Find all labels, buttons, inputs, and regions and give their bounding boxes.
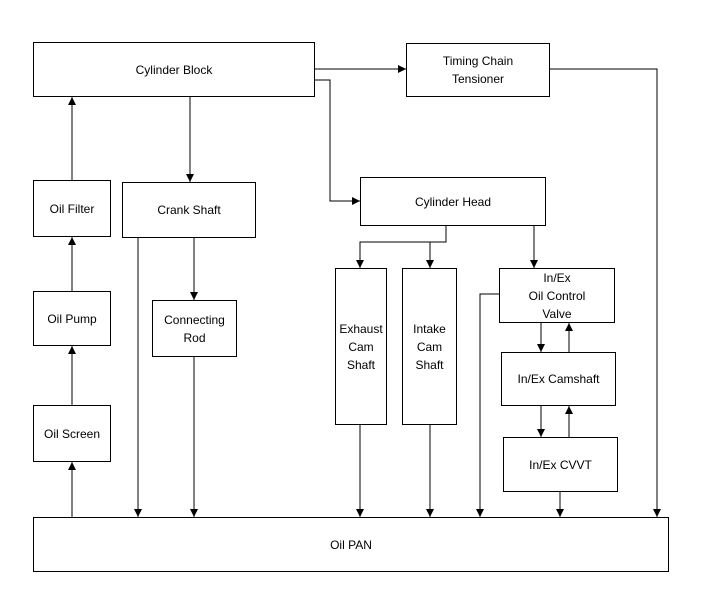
exhaust-cam-shaft-label-line-3: Shaft — [346, 357, 376, 372]
oil-pump-label: Oil Pump — [47, 311, 97, 326]
connecting-rod-label-line-2: Rod — [183, 330, 206, 345]
camshaft-label: In/Ex Camshaft — [517, 372, 600, 386]
oil-control-valve-label-line-2: Oil Control — [528, 288, 586, 303]
oil-control-valve-label-line-1: In/Ex — [543, 270, 571, 285]
intake-cam-shaft-label-line-1: Intake — [413, 321, 446, 336]
crank-shaft-node: Crank Shaft — [122, 182, 256, 238]
oil-control-valve-label-line-3: Valve — [542, 306, 572, 321]
cylinder-block-node: Cylinder Block — [33, 42, 315, 97]
exhaust-cam-shaft-label-line-2: Cam — [348, 339, 374, 354]
crank-shaft-label: Crank Shaft — [157, 203, 221, 217]
cvvt-label: In/Ex CVVT — [529, 457, 592, 472]
oil-filter-node: Oil Filter — [33, 180, 111, 237]
arrow-block-to-head — [315, 79, 360, 205]
camshaft-node: In/Ex Camshaft — [501, 352, 616, 406]
oil-pan-node: Oil PAN — [33, 517, 669, 572]
timing-chain-tensioner-label-line-2: Tensioner — [451, 72, 505, 86]
intake-cam-shaft-label-line-3: Shaft — [415, 357, 444, 372]
connecting-rod-node: Connecting Rod — [152, 300, 237, 357]
arrow-head-to-exhaust — [356, 226, 447, 268]
oil-control-valve-node: In/Ex Oil Control Valve — [499, 268, 615, 323]
cylinder-head-label: Cylinder Head — [414, 194, 492, 209]
exhaust-cam-shaft-node: Exhaust Cam Shaft — [335, 268, 387, 425]
cylinder-block-label: Cylinder Block — [135, 62, 213, 77]
cvvt-node: In/Ex CVVT — [503, 437, 618, 492]
exhaust-cam-shaft-label-line-1: Exhaust — [339, 321, 383, 336]
oil-screen-node: Oil Screen — [33, 405, 111, 462]
oil-pump-node: Oil Pump — [33, 291, 111, 346]
arrow-ocv-to-pan — [476, 293, 499, 517]
intake-cam-shaft-node: Intake Cam Shaft — [402, 268, 457, 425]
arrow-tensioner-to-pan — [550, 68, 661, 517]
oil-filter-label: Oil Filter — [49, 201, 95, 216]
oil-pan-label: Oil PAN — [330, 537, 372, 552]
connecting-rod-label-line-1: Connecting — [164, 312, 225, 327]
oil-screen-label: Oil Screen — [43, 426, 101, 441]
timing-chain-tensioner-label-line-1: Timing Chain — [442, 54, 514, 68]
cylinder-head-node: Cylinder Head — [360, 177, 546, 226]
intake-cam-shaft-label-line-2: Cam — [416, 339, 443, 354]
timing-chain-tensioner-node: Timing Chain Tensioner — [406, 43, 550, 97]
